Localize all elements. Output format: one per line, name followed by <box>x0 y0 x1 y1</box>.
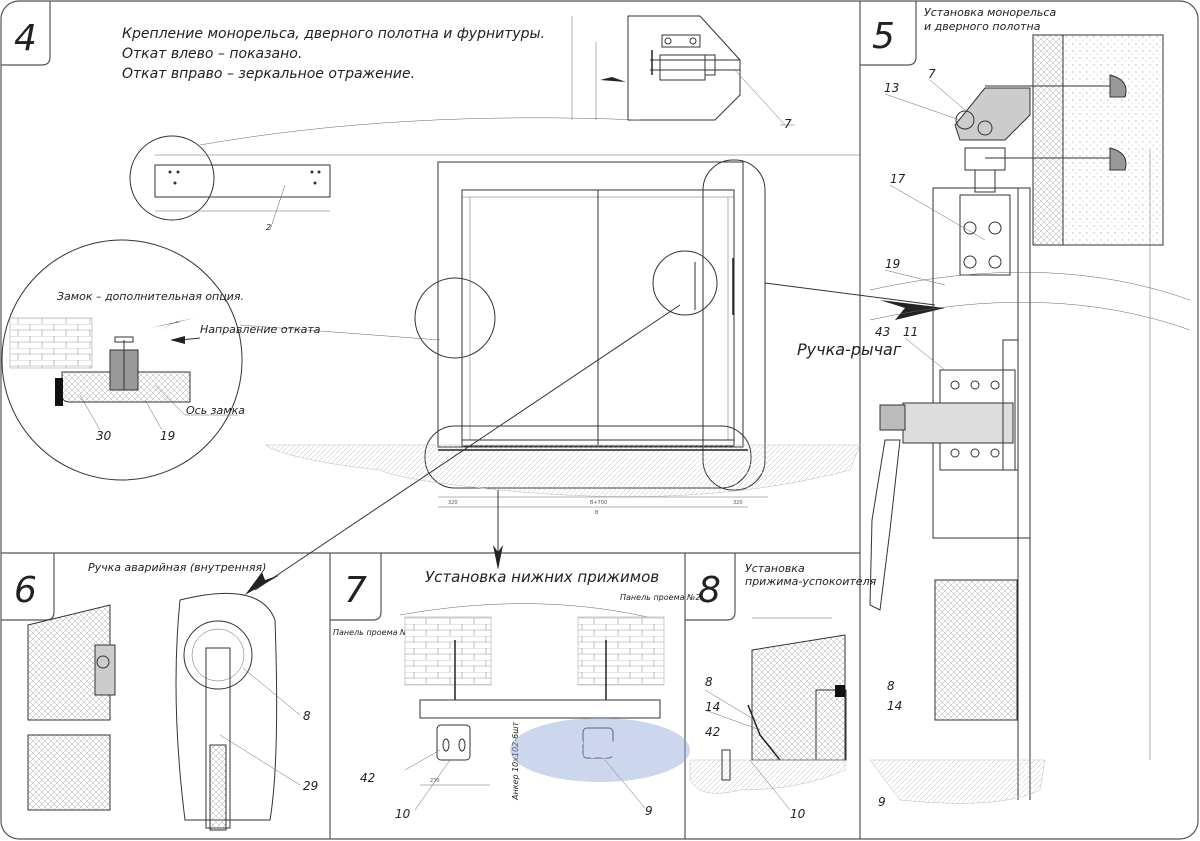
section-8-tab <box>685 553 736 621</box>
emergency-handle-drawing <box>27 592 301 831</box>
lock-detail-title: Замок – дополнительная опция. <box>57 290 244 303</box>
section-6-title: Ручка аварийная (внутренняя) <box>88 561 266 574</box>
s5-callout-14: 14 <box>887 699 902 713</box>
s5-callout-9: 9 <box>878 795 886 809</box>
rail-callout: 2 <box>266 223 271 232</box>
section-7-number: 7 <box>344 570 367 611</box>
s5-callout-13: 13 <box>884 81 899 95</box>
lock-direction-label: Направление отката <box>200 323 321 336</box>
section-8-number: 8 <box>698 570 721 611</box>
section-4-tab <box>1 1 51 66</box>
dim-total: B <box>595 510 599 516</box>
dim-right: 320 <box>733 500 743 506</box>
section-8-title-line-1: Установка <box>745 562 805 575</box>
section-8-title-line-2: прижима-успокоителя <box>745 575 877 588</box>
section-5-number: 5 <box>872 16 895 57</box>
section-4-title-line-3: Откат вправо – зеркальное отражение. <box>122 66 415 82</box>
s8-callout-14: 14 <box>705 700 720 714</box>
section-5-title-line-1: Установка монорельса <box>924 6 1056 19</box>
dim-opening: B+700 <box>590 500 607 506</box>
dim-left: 320 <box>448 500 458 506</box>
s7-callout-9: 9 <box>645 804 653 818</box>
section-6-tab <box>1 553 55 621</box>
section-7-tab <box>330 553 382 621</box>
handle-lever-label: Ручка-рычаг <box>797 340 902 359</box>
s7-callout-10: 10 <box>395 807 411 821</box>
lock-axis-label: Ось замка <box>186 404 245 417</box>
section-4-title-line-2: Откат влево – показано. <box>122 46 302 62</box>
gate-elevation <box>239 159 945 595</box>
lock-callout-19: 19 <box>160 429 175 443</box>
s7-callout-42: 42 <box>360 771 375 785</box>
section-6-number: 6 <box>14 570 37 611</box>
section-4-number: 4 <box>14 18 37 59</box>
section-5-title-line-2: и дверного полотна <box>924 20 1041 33</box>
s5-callout-7: 7 <box>928 67 936 81</box>
s5-callout-43: 43 <box>875 325 890 339</box>
clamp-dim-230: 230 <box>430 778 440 784</box>
s5-callout-19: 19 <box>885 257 900 271</box>
s8-callout-8: 8 <box>705 675 713 689</box>
s6-callout-8: 8 <box>303 709 311 723</box>
damper-clamp-drawing <box>689 617 847 811</box>
section-4-title-line-1: Крепление монорельса, дверного полотна и… <box>122 26 545 42</box>
watermark-text: TEKEP <box>551 739 649 764</box>
s5-callout-17: 17 <box>890 172 906 186</box>
s5-callout-11: 11 <box>903 325 918 339</box>
section-7-title: Установка нижних прижимов <box>425 568 659 586</box>
top-detail-drawing <box>571 15 795 126</box>
anchor-label: Анкер 10х102-6шт <box>511 721 520 801</box>
panel-label-1: Панель проема №1 <box>333 628 413 637</box>
section-5-tab <box>860 1 917 66</box>
lock-detail <box>1 239 243 481</box>
rail-drawing <box>129 117 860 231</box>
bottom-clamps-drawing <box>399 603 665 811</box>
monorail-section-drawing <box>869 34 1191 804</box>
s8-callout-10: 10 <box>790 807 806 821</box>
s6-callout-29: 29 <box>303 779 318 793</box>
lock-callout-30: 30 <box>96 429 112 443</box>
top-detail-callout: 7 <box>784 117 792 131</box>
watermark-logo <box>510 718 690 782</box>
s8-callout-42: 42 <box>705 725 720 739</box>
panel-label-2: Панель проема №2 <box>620 593 700 602</box>
s5-callout-8: 8 <box>887 679 895 693</box>
